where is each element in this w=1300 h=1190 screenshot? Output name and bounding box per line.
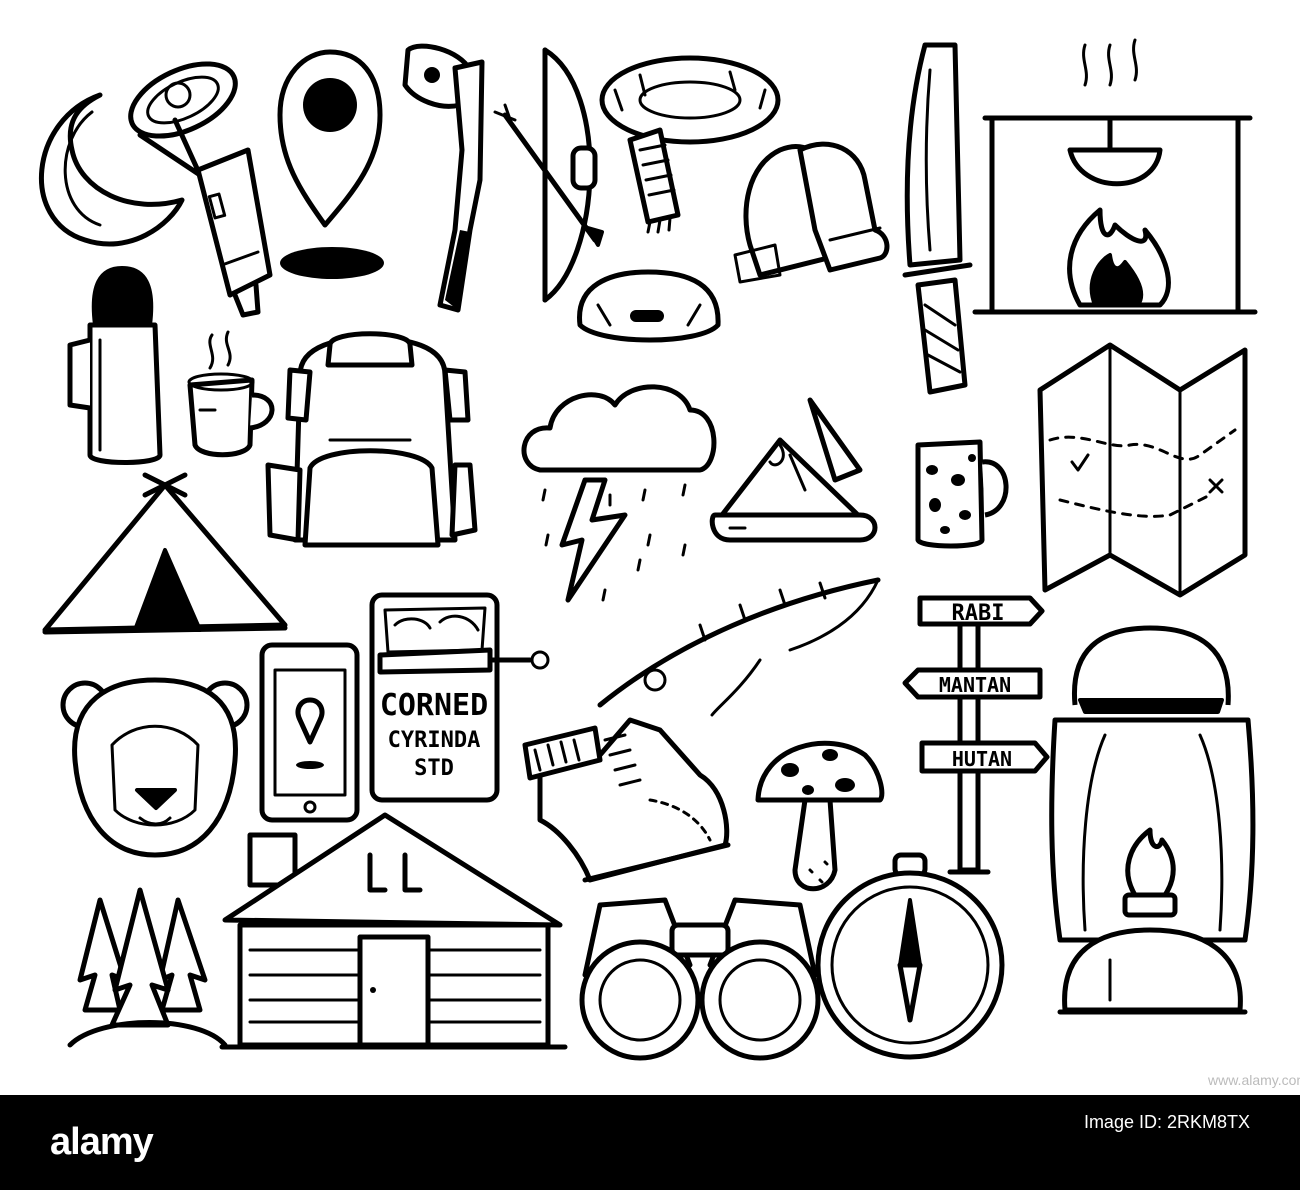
canned-food-label-line1: CORNED [380, 688, 488, 723]
log-cabin-icon [219, 812, 568, 1050]
signpost-icon: RABI MANTAN HUTAN [902, 595, 1050, 875]
canned-food-icon: CORNED CYRINDA STD [369, 592, 550, 803]
thermos-icon [67, 266, 163, 465]
image-id-label: Image ID: 2RKM8TX [1083, 1112, 1250, 1132]
lantern-icon [1049, 625, 1256, 1015]
spotted-mug-icon [915, 439, 1009, 549]
watermark-site: www.alamy.com [1208, 1072, 1300, 1088]
bear-head-icon [60, 677, 250, 858]
campfire-cooking-icon [972, 38, 1258, 315]
storm-cloud-icon [521, 384, 717, 603]
bow-and-arrow-icon [493, 47, 604, 303]
canned-food-label-line2: CYRINDA [388, 728, 481, 753]
pocket-knife-icon [709, 397, 878, 543]
flashlight-icon [128, 61, 273, 318]
machete-icon [902, 42, 973, 395]
backpack-icon [265, 331, 478, 548]
sign-text-3: HUTAN [952, 747, 1012, 771]
fishing-rod-icon [597, 577, 881, 717]
crescent-moon-icon [38, 92, 185, 247]
scarf-icon [599, 55, 781, 234]
smartphone-icon [259, 642, 360, 823]
coffee-cup-icon [187, 330, 275, 458]
tent-icon [42, 472, 288, 635]
axe-icon [402, 43, 485, 313]
illustration-canvas: CORNED CYRINDA STD RABI MANTAN HUT [38, 38, 1258, 1061]
brand-logo[interactable]: alamy [50, 1121, 154, 1163]
mittens-icon [733, 141, 890, 284]
hiking-boot-icon [522, 717, 731, 883]
pine-trees-icon [67, 887, 228, 1048]
location-pin-icon [277, 49, 384, 279]
compass-icon [815, 852, 1005, 1060]
beanie-hat-icon [577, 269, 721, 343]
sign-text-1: RABI [952, 601, 1005, 626]
sign-text-2: MANTAN [939, 673, 1011, 697]
binoculars-icon [579, 897, 821, 1061]
folded-map-icon [1037, 342, 1248, 598]
footer-bar: alamy Image ID: 2RKM8TX [0, 1095, 1300, 1190]
canned-food-label-line3: STD [414, 756, 454, 781]
mushroom-icon [755, 740, 885, 892]
